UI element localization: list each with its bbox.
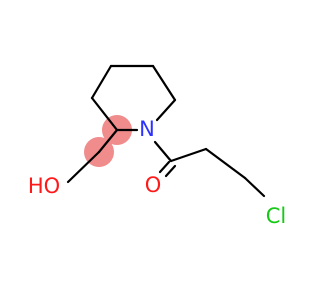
nitrogen-label: N bbox=[139, 117, 155, 141]
bond-carbonyl-double-b bbox=[164, 164, 177, 178]
carbonyl-oxygen-label: O bbox=[145, 173, 162, 197]
bond-acyl-2 bbox=[204, 147, 247, 180]
bond-ring-5 bbox=[155, 98, 177, 122]
bond-chain-1 bbox=[97, 128, 119, 154]
bond-acyl-3 bbox=[243, 176, 266, 198]
piperidine-ring bbox=[90, 64, 177, 132]
chlorobutanoyl-chain bbox=[153, 140, 266, 198]
bond-carbonyl-double-a bbox=[158, 160, 171, 174]
bond-chain-2 bbox=[66, 150, 101, 184]
hydroxyethyl-chain bbox=[66, 128, 119, 184]
bond-ring-1 bbox=[90, 96, 119, 132]
bond-ring-4 bbox=[151, 64, 177, 102]
bond-acyl-1 bbox=[169, 147, 208, 163]
hydroxyl-label: HO bbox=[28, 174, 60, 198]
chlorine-label: Cl bbox=[266, 204, 287, 228]
bond-n-carbonyl bbox=[153, 140, 173, 163]
structure-diagram: N O HO Cl bbox=[28, 64, 287, 228]
bond-ring-2 bbox=[90, 64, 113, 100]
